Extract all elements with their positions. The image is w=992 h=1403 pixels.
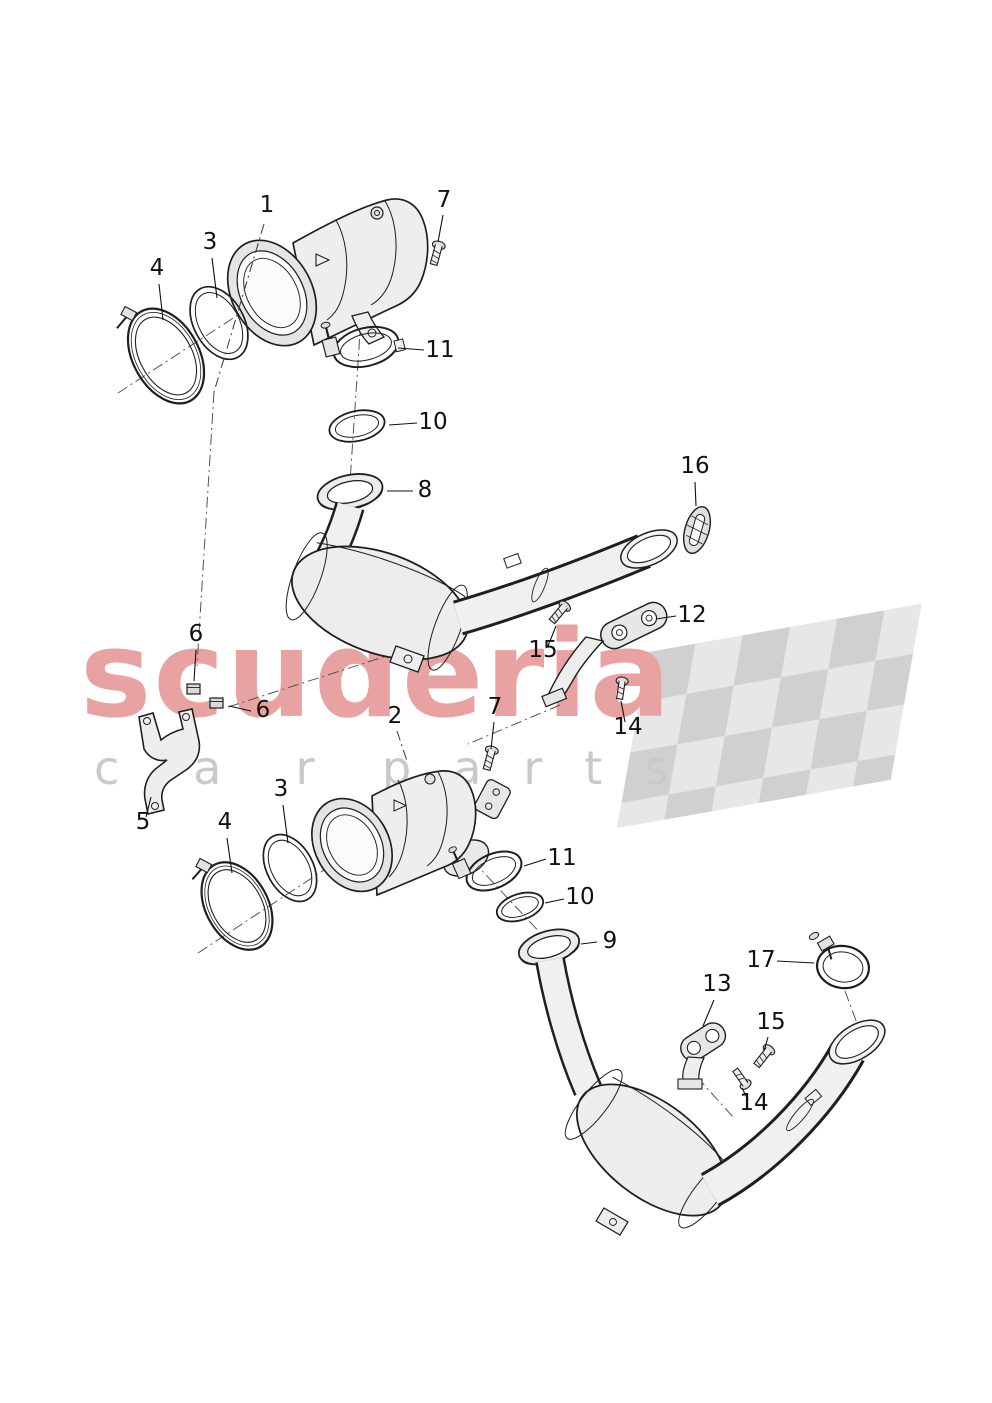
callout-11-lower: 11 (523, 845, 577, 871)
callout-label: 7 (488, 694, 503, 720)
callout-2: 2 (388, 703, 408, 762)
callout-label: 6 (189, 621, 204, 647)
callout-label: 15 (528, 637, 557, 663)
callout-12: 12 (655, 602, 707, 628)
callout-13: 13 (702, 971, 732, 1027)
callout-label: 8 (418, 477, 433, 503)
part-bolt-15-upper (548, 600, 571, 625)
callout-label: 3 (203, 229, 218, 255)
part-downpipe-catalyst-middle (285, 501, 678, 673)
callout-label: 5 (136, 809, 151, 835)
part-clamp-4-lower (191, 857, 274, 951)
part-gasket-ring-10-lower (495, 891, 545, 923)
callout-7-lower: 7 (488, 694, 503, 750)
assembly-centerlines (117, 271, 859, 1118)
callout-15-upper: 15 (528, 625, 558, 663)
callout-4-lower: 4 (218, 809, 233, 874)
callout-label: 14 (739, 1090, 768, 1116)
callout-label: 15 (756, 1009, 785, 1035)
callout-label: 6 (256, 697, 271, 723)
part-bolt-7-lower (482, 745, 499, 772)
part-seal-ring-3-upper (189, 285, 249, 361)
part-bolt-14-lower (732, 1067, 752, 1090)
part-catalytic-converter-1 (226, 198, 429, 347)
callout-label: 2 (388, 703, 403, 729)
callout-label: 17 (746, 947, 775, 973)
callout-label: 16 (680, 453, 709, 479)
callout-label: 11 (547, 845, 576, 871)
callout-label: 7 (437, 187, 452, 213)
callout-4-upper: 4 (150, 255, 165, 321)
callout-label: 13 (702, 971, 731, 997)
part-bolt-14-upper (615, 676, 629, 700)
part-clamp-17 (808, 931, 871, 990)
part-downpipe-catalyst-lower (517, 928, 886, 1236)
callout-3-upper: 3 (203, 229, 218, 299)
part-retainer-16 (683, 505, 711, 555)
part-bolt-15-lower (753, 1044, 776, 1069)
callout-3-lower: 3 (274, 776, 289, 844)
part-flange-8 (316, 473, 384, 511)
part-bolt-7-upper (429, 240, 446, 267)
callout-label: 14 (613, 714, 642, 740)
callout-label: 9 (603, 928, 618, 954)
callout-6b: 6 (228, 697, 271, 723)
part-clamp-4-upper (116, 305, 206, 405)
checkered-flag (616, 603, 922, 829)
callout-11-upper: 11 (397, 337, 455, 363)
callout-5: 5 (136, 796, 152, 835)
callout-1: 1 (213, 192, 275, 393)
callout-16: 16 (680, 453, 710, 507)
callout-label: 4 (150, 255, 165, 281)
callouts: 1 7 3 4 11 10 8 16 (136, 187, 815, 1116)
part-bracket-5 (138, 708, 201, 815)
callout-17: 17 (746, 947, 815, 973)
part-nut-6a (186, 683, 201, 695)
watermark-sub-left: car (94, 741, 388, 795)
callout-label: 3 (274, 776, 289, 802)
callout-14-lower: 14 (739, 1087, 769, 1116)
callout-label: 12 (677, 602, 706, 628)
callout-label: 10 (565, 884, 594, 910)
part-bracket-12 (541, 601, 668, 708)
part-catalytic-converter-2 (311, 770, 511, 897)
part-gasket-ring-10-upper (328, 409, 386, 443)
part-band-clamp-11-lower (448, 846, 523, 892)
callout-label: 10 (418, 409, 447, 435)
callout-9: 9 (580, 928, 618, 954)
callout-label: 1 (260, 192, 275, 218)
part-bracket-13 (677, 1022, 727, 1090)
callout-8: 8 (387, 477, 432, 503)
callout-6a: 6 (189, 621, 204, 682)
callout-15-lower: 15 (756, 1009, 786, 1052)
callout-label: 11 (425, 337, 454, 363)
part-seal-ring-3-lower (262, 833, 318, 903)
callout-7-upper: 7 (437, 187, 452, 243)
callout-10-upper: 10 (388, 409, 448, 435)
callout-label: 4 (218, 809, 233, 835)
callout-10-lower: 10 (544, 884, 595, 910)
part-nut-6b (209, 697, 224, 709)
callout-14-upper: 14 (613, 700, 643, 740)
